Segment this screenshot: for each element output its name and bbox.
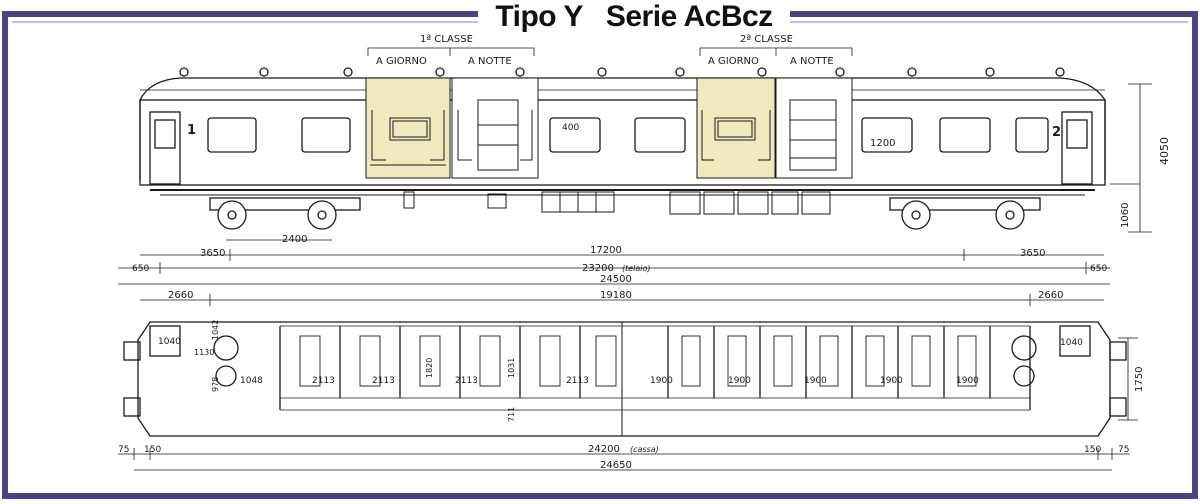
class1-label: 1ª CLASSE: [420, 34, 473, 45]
dim-frame-note: (telaio): [622, 264, 651, 273]
class2-label: 2ª CLASSE: [740, 34, 793, 45]
roof-vents: [179, 67, 1065, 77]
plan-vestibule: 1048: [240, 376, 263, 386]
side-elevation: [139, 67, 1106, 196]
dim-buffer-right: 650: [1090, 264, 1107, 274]
body-width-dim: [1118, 337, 1138, 421]
plan-comp9: 1900: [956, 376, 979, 386]
class1-night-cutaway: [451, 77, 539, 179]
plan-dim-left-a: 75: [118, 445, 129, 455]
plan-corridor: 711: [507, 407, 516, 422]
window-mark-400: 400: [562, 123, 579, 133]
plan-comp1: 2113: [312, 376, 335, 386]
bogie-left: [209, 197, 361, 230]
body-side: [139, 99, 1106, 186]
plan-dim-lines: [118, 448, 1130, 471]
class2-night-cutaway: [775, 77, 853, 179]
plan-toilet-c: 978: [211, 377, 220, 392]
end-number-right: 2: [1052, 125, 1061, 140]
plan-berth-b: 1031: [507, 358, 516, 378]
drawing-title: Tipo Y Serie AcBcz: [478, 0, 790, 34]
plan-seats: [299, 335, 977, 387]
dim-bogie-wheelbase: 2400: [282, 234, 307, 245]
dim-mid: 19180: [600, 290, 632, 301]
plan-comp3: 2113: [455, 376, 478, 386]
height-total: 4050: [1158, 137, 1171, 165]
height-floor: 1060: [1120, 203, 1131, 228]
plan-dim-body-note: (cassa): [630, 445, 659, 454]
plan-berth-a: 1820: [425, 358, 434, 378]
dim-bogie-centres: 17200: [590, 245, 622, 256]
plan-dim-body-length: 24200: [588, 444, 620, 455]
cutaway-seats: [370, 99, 837, 171]
plan-view: [123, 321, 1127, 437]
class1-day-label: A GIORNO: [376, 56, 427, 67]
class2-day-label: A GIORNO: [708, 56, 759, 67]
plan-comp8: 1900: [880, 376, 903, 386]
plan-dim-left-b: 150: [144, 445, 161, 455]
plan-comp6: 1900: [728, 376, 751, 386]
end-number-left: 1: [187, 123, 196, 138]
plan-dim-right-b: 150: [1084, 445, 1101, 455]
roof-outline: [139, 77, 1106, 101]
side-dim-lines: [118, 239, 1110, 306]
plan-toilet-a: 1130: [194, 348, 214, 357]
class-brackets: [367, 47, 853, 56]
plan-comp4: 2113: [566, 376, 589, 386]
dim-overhang-right: 3650: [1020, 248, 1045, 259]
side-windows: [149, 111, 1093, 185]
dim-overhang-left: 3650: [200, 248, 225, 259]
dim-buffer-left: 650: [132, 264, 149, 274]
dim-frame-length: 23200: [582, 263, 614, 274]
dim-end-right: 2660: [1038, 290, 1063, 301]
dim-over-buffers: 24500: [600, 274, 632, 285]
class2-night-label: A NOTTE: [790, 56, 834, 67]
plan-comp2: 2113: [372, 376, 395, 386]
class2-day-highlight: [696, 77, 776, 179]
window-mark-1200: 1200: [870, 138, 895, 149]
plan-end-width-left: 1040: [158, 337, 181, 347]
class1-day-highlight: [365, 77, 451, 179]
plan-outline: [137, 321, 1111, 437]
plan-dim-total-length: 24650: [600, 460, 632, 471]
plan-dim-right-a: 75: [1118, 445, 1129, 455]
plan-body-width: 1750: [1134, 367, 1145, 392]
plan-toilet-b: 1042: [211, 320, 220, 340]
underframe-equipment: [403, 191, 831, 215]
height-dims: [1110, 83, 1152, 233]
plan-comp5: 1900: [650, 376, 673, 386]
plan-comp7: 1900: [804, 376, 827, 386]
plan-end-width-right: 1040: [1060, 338, 1083, 348]
bogie-right: [889, 197, 1041, 230]
class1-night-label: A NOTTE: [468, 56, 512, 67]
dim-end-left: 2660: [168, 290, 193, 301]
